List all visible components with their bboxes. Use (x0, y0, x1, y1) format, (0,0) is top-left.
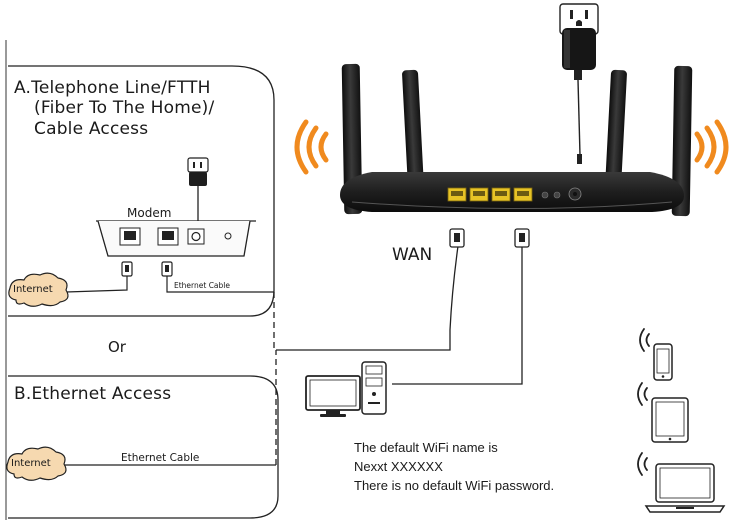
modem-device (96, 220, 256, 257)
lan-cable (392, 246, 523, 385)
laptop-wifi-icon (637, 452, 648, 476)
ethernet-cable-label-b: Ethernet Cable (121, 452, 200, 464)
lan-plug-icon (514, 228, 530, 248)
router-wifi-waves-left (294, 119, 329, 175)
smartphone-wifi-icon (639, 328, 650, 352)
wifi-info-line3: There is no default WiFi password. (354, 478, 555, 493)
or-label: Or (108, 338, 126, 356)
modem-power-plug (187, 157, 209, 221)
wifi-info-line2: Nexxt XXXXXX (354, 459, 443, 474)
smartphone-icon (653, 343, 673, 381)
laptop-icon (644, 463, 726, 513)
wifi-info-line1: The default WiFi name is (354, 440, 498, 455)
dashed-connections (273, 292, 277, 465)
section-a-title-line3: Cable Access (34, 119, 149, 139)
internet-cloud-b (6, 446, 67, 481)
wan-cable (276, 245, 459, 351)
section-a-title-line1: A.Telephone Line/FTTH (14, 78, 211, 98)
internet-label-a: Internet (13, 284, 53, 295)
section-a-title-line2: (Fiber To The Home)/ (34, 98, 215, 118)
section-b-title: B.Ethernet Access (14, 384, 172, 404)
wan-label: WAN (392, 245, 433, 265)
section-a-panel (8, 65, 275, 317)
router-body (340, 172, 684, 212)
internet-cloud-a (8, 272, 69, 307)
wan-plug-icon (449, 228, 465, 248)
tablet-wifi-icon (637, 382, 648, 406)
section-b-panel (8, 375, 279, 519)
router-wifi-waves-right (694, 119, 729, 175)
router-power-adapter (559, 3, 599, 164)
router-antennas (341, 63, 693, 217)
ethernet-cable-label-a: Ethernet Cable (174, 281, 230, 290)
tablet-icon (651, 397, 689, 443)
internet-label-b: Internet (11, 458, 51, 469)
modem-cables (65, 261, 274, 293)
modem-label: Modem (127, 206, 172, 220)
desktop-computer (305, 361, 387, 417)
